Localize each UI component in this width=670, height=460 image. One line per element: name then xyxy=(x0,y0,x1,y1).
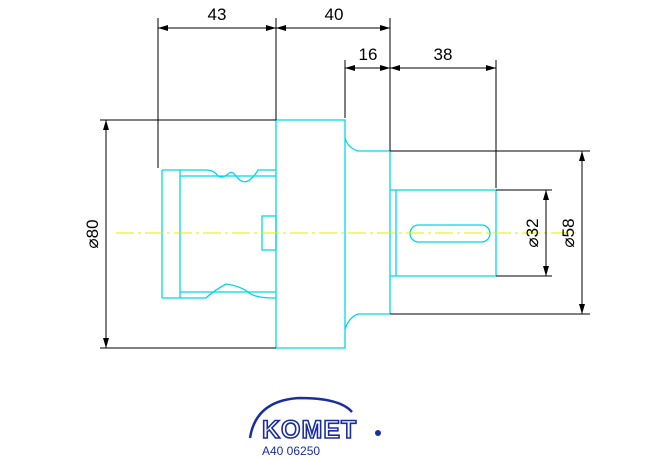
dim-diameter-58: ⌀58 xyxy=(559,218,578,247)
dimension-arrows xyxy=(103,25,585,348)
logo-dot-icon xyxy=(375,430,381,436)
part-outline xyxy=(161,119,497,349)
clamping-section xyxy=(161,120,277,348)
part-number: A40 06250 xyxy=(262,444,320,458)
komet-logo: KOMET xyxy=(248,396,381,445)
dim-length-16: 16 xyxy=(359,45,378,64)
dim-length-40: 40 xyxy=(325,5,344,24)
dim-diameter-32: ⌀32 xyxy=(523,218,542,247)
dimension-lines xyxy=(100,18,590,349)
logo-text: KOMET xyxy=(262,416,357,444)
dim-diameter-80: ⌀80 xyxy=(83,219,102,248)
logo-arc-icon xyxy=(248,396,353,439)
dim-length-38: 38 xyxy=(434,45,453,64)
key-slot xyxy=(261,215,277,251)
flange-body xyxy=(276,119,390,349)
dim-length-43: 43 xyxy=(208,5,227,24)
